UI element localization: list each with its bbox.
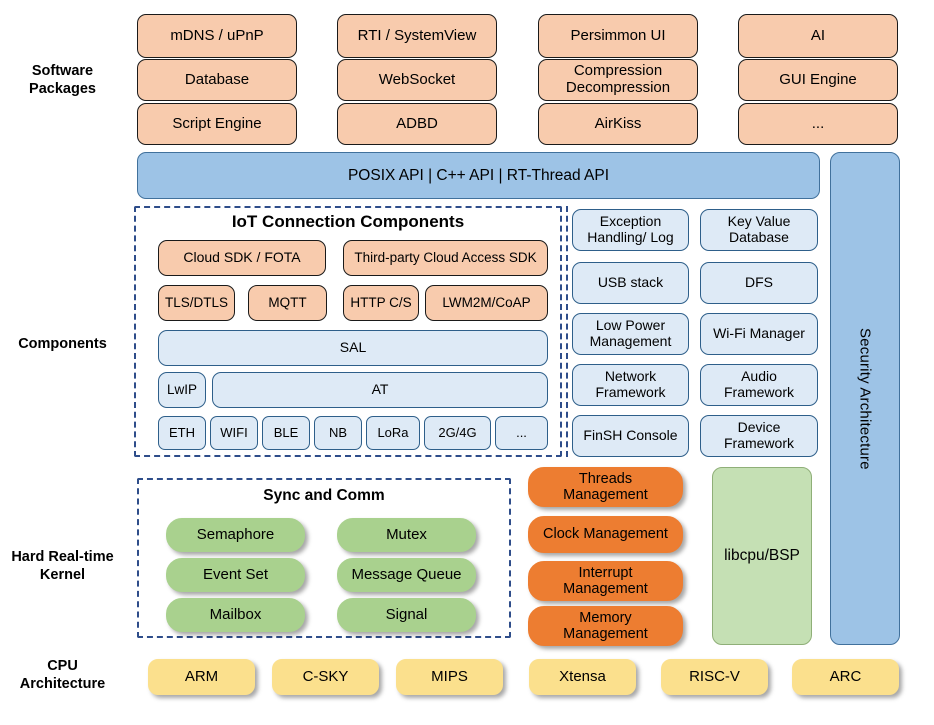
iot-connection-components-group: [134, 206, 562, 457]
iot-box-sal[interactable]: SAL: [158, 330, 548, 366]
iot-box-at[interactable]: AT: [212, 372, 548, 408]
iot-group-title: IoT Connection Components: [231, 212, 465, 231]
security-architecture-column[interactable]: Security Architecture: [830, 152, 900, 645]
libcpu-bsp-box[interactable]: libcpu/BSP: [712, 467, 812, 645]
component-box[interactable]: Exception Handling/ Log: [572, 209, 689, 251]
iot-box[interactable]: Third-party Cloud Access SDK: [343, 240, 548, 276]
rail-label-kernel: Hard Real-time Kernel: [11, 549, 114, 584]
kernel-mgmt-box[interactable]: Threads Management: [528, 467, 683, 507]
api-bar[interactable]: POSIX API | C++ API | RT-Thread API: [137, 152, 820, 199]
iot-box[interactable]: TLS/DTLS: [158, 285, 235, 321]
package-box[interactable]: Script Engine: [137, 103, 297, 145]
cpu-arch-box[interactable]: ARC: [792, 659, 899, 695]
component-box[interactable]: DFS: [700, 262, 818, 304]
package-box[interactable]: WebSocket: [337, 59, 497, 101]
sync-box[interactable]: Mailbox: [166, 598, 305, 632]
cpu-arch-box[interactable]: Xtensa: [529, 659, 636, 695]
iot-box[interactable]: HTTP C/S: [343, 285, 419, 321]
iot-link-box[interactable]: NB: [314, 416, 362, 450]
iot-link-box[interactable]: BLE: [262, 416, 310, 450]
package-box[interactable]: Compression Decompression: [538, 59, 698, 101]
package-box[interactable]: ADBD: [337, 103, 497, 145]
sync-box[interactable]: Mutex: [337, 518, 476, 552]
component-box[interactable]: Wi-Fi Manager: [700, 313, 818, 355]
sync-box[interactable]: Signal: [337, 598, 476, 632]
kernel-mgmt-box[interactable]: Memory Management: [528, 606, 683, 646]
iot-link-box[interactable]: WIFI: [210, 416, 258, 450]
iot-box-lwip[interactable]: LwIP: [158, 372, 206, 408]
security-architecture-label: Security Architecture: [856, 327, 874, 470]
package-box[interactable]: GUI Engine: [738, 59, 898, 101]
cpu-arch-box[interactable]: RISC-V: [661, 659, 768, 695]
rail-label-software-packages: Software Packages: [29, 63, 96, 98]
cpu-arch-box[interactable]: ARM: [148, 659, 255, 695]
component-box[interactable]: FinSH Console: [572, 415, 689, 457]
sync-box[interactable]: Message Queue: [337, 558, 476, 592]
component-box[interactable]: Network Framework: [572, 364, 689, 406]
package-box[interactable]: ...: [738, 103, 898, 145]
component-box[interactable]: Key Value Database: [700, 209, 818, 251]
iot-box[interactable]: Cloud SDK / FOTA: [158, 240, 326, 276]
component-box[interactable]: USB stack: [572, 262, 689, 304]
kernel-mgmt-box[interactable]: Interrupt Management: [528, 561, 683, 601]
cpu-arch-box[interactable]: C-SKY: [272, 659, 379, 695]
iot-link-box[interactable]: ...: [495, 416, 548, 450]
sync-and-comm-group: [137, 478, 511, 638]
iot-box[interactable]: LWM2M/CoAP: [425, 285, 548, 321]
package-box[interactable]: RTI / SystemView: [337, 14, 497, 58]
iot-box[interactable]: MQTT: [248, 285, 327, 321]
sync-box[interactable]: Semaphore: [166, 518, 305, 552]
component-box[interactable]: Low Power Management: [572, 313, 689, 355]
rail-label-cpu-architecture: CPU Architecture: [19, 658, 106, 693]
rail-label-components: Components: [18, 336, 107, 352]
sync-and-comm-title: Sync and Comm: [263, 487, 385, 504]
package-box[interactable]: AI: [738, 14, 898, 58]
package-box[interactable]: Persimmon UI: [538, 14, 698, 58]
iot-link-box[interactable]: ETH: [158, 416, 206, 450]
package-box[interactable]: Database: [137, 59, 297, 101]
package-box[interactable]: mDNS / uPnP: [137, 14, 297, 58]
components-right-group-divider: [566, 206, 568, 457]
iot-link-box[interactable]: 2G/4G: [424, 416, 491, 450]
component-box[interactable]: Audio Framework: [700, 364, 818, 406]
component-box[interactable]: Device Framework: [700, 415, 818, 457]
cpu-arch-box[interactable]: MIPS: [396, 659, 503, 695]
sync-box[interactable]: Event Set: [166, 558, 305, 592]
iot-link-box[interactable]: LoRa: [366, 416, 420, 450]
kernel-mgmt-box[interactable]: Clock Management: [528, 516, 683, 553]
package-box[interactable]: AirKiss: [538, 103, 698, 145]
